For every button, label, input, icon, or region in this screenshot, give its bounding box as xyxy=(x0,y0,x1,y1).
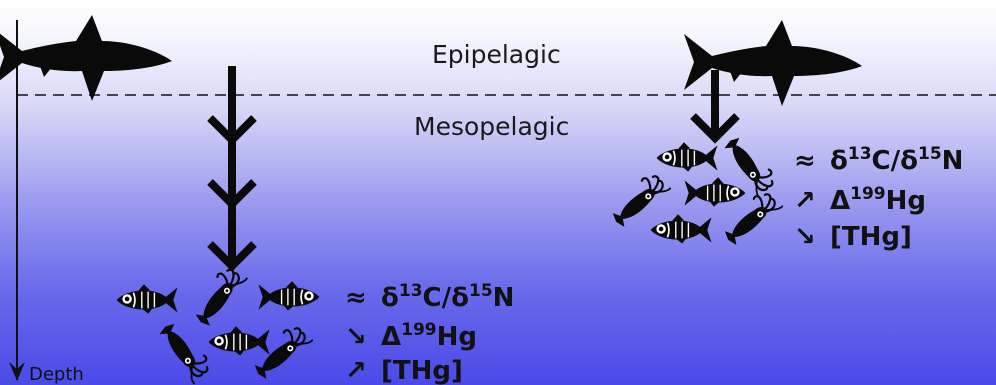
fish-icon xyxy=(651,214,712,243)
arrow-up-symbol: ↗ xyxy=(794,186,830,216)
zone-label-mesopelagic: Mesopelagic xyxy=(414,112,569,141)
squid-icon xyxy=(248,321,312,381)
depth-axis-label: Depth xyxy=(29,364,84,385)
fish-icon xyxy=(117,284,178,313)
left-isotope-row-1: ≈δ13C/δ15N xyxy=(345,283,514,313)
fish-icon xyxy=(685,177,746,206)
left-isotope-row-2: ↘Δ199Hg xyxy=(345,322,477,352)
zone-label-epipelagic: Epipelagic xyxy=(432,40,561,69)
arrow-down-symbol: ↘ xyxy=(794,222,830,252)
fish-icon xyxy=(209,326,270,355)
right-isotope-row-1: ≈δ13C/δ15N xyxy=(794,146,963,176)
arrow-down-symbol: ↘ xyxy=(345,322,381,352)
shark-icon xyxy=(684,20,862,106)
squid-icon xyxy=(188,263,246,328)
arrow-up-symbol: ↗ xyxy=(345,356,381,385)
approx-symbol: ≈ xyxy=(345,283,381,313)
fish-icon xyxy=(259,281,320,310)
right-isotope-row-3: ↘[THg] xyxy=(794,222,912,252)
approx-symbol: ≈ xyxy=(794,146,830,176)
fish-icon xyxy=(657,142,718,171)
left-isotope-row-3: ↗[THg] xyxy=(345,356,463,385)
right-isotope-row-2: ↗Δ199Hg xyxy=(794,186,926,216)
shark-icon xyxy=(0,15,172,101)
squid-icon xyxy=(158,318,215,384)
squid-icon xyxy=(606,169,670,229)
